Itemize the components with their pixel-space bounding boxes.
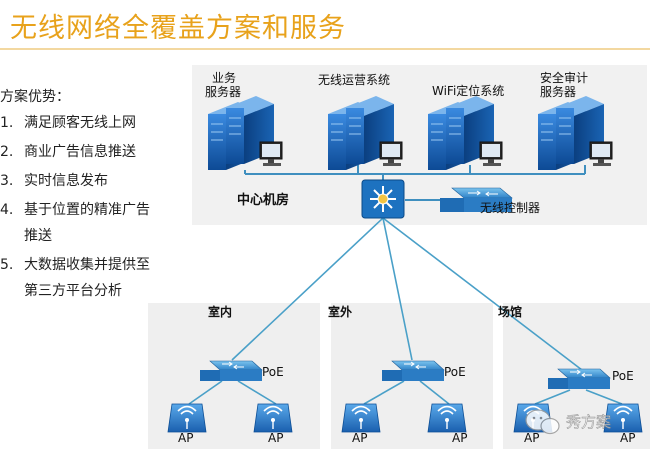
outdoor-ap-1-label: AP xyxy=(352,431,367,445)
server-label-audit-1: 安全审计 xyxy=(540,70,588,85)
server-label-wireless-ops: 无线运营系统 xyxy=(318,73,390,87)
advantage-item-5: 5.大数据收集并提供至 xyxy=(0,257,150,273)
watermark-text: 秀方案 xyxy=(566,413,611,431)
wireless-controller-label: 无线控制器 xyxy=(480,201,540,215)
advantage-item-1: 1.满足顾客无线上网 xyxy=(0,115,136,131)
server-label-business-1: 业务 xyxy=(212,70,236,85)
server-label-wifi-location: WiFi定位系统 xyxy=(432,83,504,98)
server-label-audit-2: 服务器 xyxy=(540,84,576,99)
distribution-links xyxy=(188,217,623,405)
zone-name-outdoor: 室外 xyxy=(328,304,352,319)
advantage-item-4-cont: 推送 xyxy=(24,228,52,244)
venue-ap-1-label: AP xyxy=(524,431,539,445)
advantage-item-3: 3.实时信息发布 xyxy=(0,173,108,189)
indoor-poe-label: PoE xyxy=(262,365,284,379)
indoor-ap-2-label: AP xyxy=(268,431,283,445)
page-title: 无线网络全覆盖方案和服务 xyxy=(10,13,346,44)
indoor-ap-1-icon xyxy=(167,403,207,433)
outdoor-ap-1-icon xyxy=(341,403,381,433)
outdoor-poe-label: PoE xyxy=(444,365,466,379)
central-room-label: 中心机房 xyxy=(237,192,289,208)
wireless-controller-icon xyxy=(440,187,513,212)
core-switch-icon xyxy=(361,179,405,219)
venue-ap-2-label: AP xyxy=(620,431,635,445)
title-underline xyxy=(0,48,650,50)
advantage-item-5-cont: 第三方平台分析 xyxy=(24,283,122,299)
venue-poe-label: PoE xyxy=(612,369,634,383)
advantage-item-2: 2.商业广告信息推送 xyxy=(0,144,136,160)
indoor-ap-1-label: AP xyxy=(178,431,193,445)
advantages-heading: 方案优势： xyxy=(0,89,70,105)
server-label-business-2: 服务器 xyxy=(205,84,241,99)
zone-name-venue: 场馆 xyxy=(498,304,522,319)
indoor-ap-2-icon xyxy=(253,403,293,433)
chat-bubble-icon xyxy=(525,409,560,435)
outdoor-ap-2-icon xyxy=(427,403,467,433)
zone-name-indoor: 室内 xyxy=(208,304,232,319)
backbone-links xyxy=(244,165,586,201)
outdoor-ap-2-label: AP xyxy=(452,431,467,445)
watermark: 秀方案 xyxy=(525,409,611,435)
advantage-item-4: 4.基于位置的精准广告 xyxy=(0,202,150,218)
